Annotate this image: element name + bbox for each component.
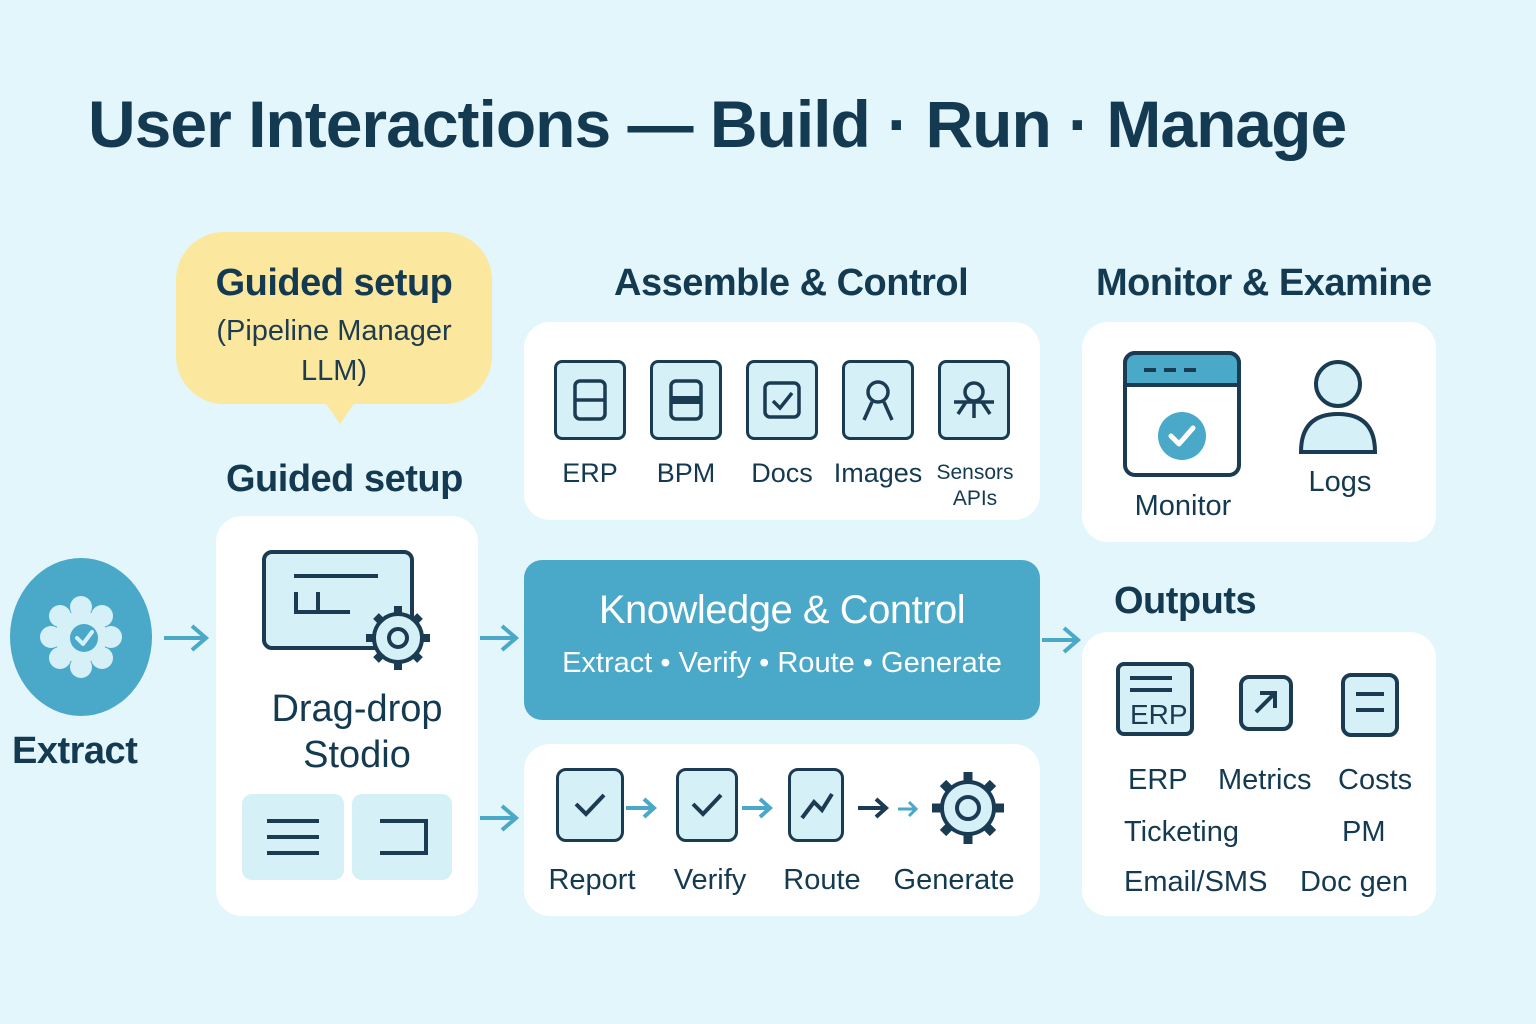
generate-label: Generate (893, 864, 1015, 896)
builder-label-line1: Drag-drop (271, 688, 443, 730)
builder-card: Drag-drop Stodio (216, 516, 478, 916)
logs-label: Logs (1308, 466, 1372, 498)
checkbox-icon (763, 381, 801, 419)
builder-label-line2: Stodio (303, 734, 411, 776)
arrow-right-icon (742, 797, 773, 819)
list-icon (267, 819, 319, 855)
window-icon (669, 379, 703, 421)
output-erp-label: ERP (1128, 764, 1188, 796)
erp-tile[interactable] (554, 360, 626, 440)
document-icon[interactable] (1340, 672, 1400, 738)
monitor-heading: Monitor & Examine (1096, 262, 1432, 304)
bubble-title: Guided setup (215, 262, 453, 304)
docs-label: Docs (751, 458, 813, 488)
verify-label: Verify (673, 864, 747, 896)
knowledge-control-box[interactable]: Knowledge & Control Extract • Verify • R… (524, 560, 1040, 720)
extract-circle[interactable] (10, 558, 152, 716)
network-icon (954, 381, 994, 418)
sensors-tile[interactable] (938, 360, 1010, 440)
external-link-icon[interactable] (1238, 674, 1294, 732)
verify-tile[interactable] (676, 768, 738, 842)
gear-check-icon (40, 596, 122, 678)
arrow-right-icon (164, 624, 210, 652)
window-icon (573, 379, 607, 421)
browser-check-icon[interactable] (1122, 350, 1244, 478)
page-title: User Interactions — Build · Run · Manage (88, 87, 1347, 161)
outputs-card: ERP ERP Metrics Costs Ticketing PM Email… (1082, 632, 1436, 916)
arrow-right-icon (898, 800, 919, 818)
output-metrics-label: Metrics (1218, 764, 1312, 796)
user-icon[interactable] (1296, 358, 1380, 458)
route-tile[interactable] (788, 768, 844, 842)
extract-label: Extract (12, 730, 138, 772)
images-tile[interactable] (842, 360, 914, 440)
studio-window-icon (262, 550, 430, 670)
monitor-label: Monitor (1134, 490, 1232, 522)
bpm-label: BPM (656, 458, 716, 488)
arrow-right-icon (626, 797, 657, 819)
flow-card: Report Verify Route Generate (524, 744, 1040, 916)
assemble-card: ERP BPM Docs Images Sensors AP (524, 322, 1040, 520)
erp-output-icon[interactable]: ERP (1116, 662, 1194, 736)
bpm-tile[interactable] (650, 360, 722, 440)
arrow-right-icon (480, 624, 520, 652)
docs-tile[interactable] (746, 360, 818, 440)
report-label: Report (548, 864, 636, 896)
output-pm-label: PM (1342, 816, 1386, 848)
images-label: Images (833, 458, 923, 488)
arrow-right-icon (1042, 626, 1082, 654)
apis-label: APIs (952, 487, 998, 510)
list-block-button[interactable] (242, 794, 344, 880)
check-icon (691, 793, 723, 817)
erp-icon-text: ERP (1130, 699, 1188, 730)
outputs-heading: Outputs (1114, 580, 1257, 622)
monitor-card: Monitor Logs (1082, 322, 1436, 542)
bracket-icon (380, 819, 428, 855)
guided-setup-bubble: Guided setup (Pipeline Manager LLM) (176, 232, 492, 404)
knowledge-title: Knowledge & Control (598, 588, 966, 632)
route-label: Route (783, 864, 861, 896)
report-tile[interactable] (556, 768, 624, 842)
check-icon (574, 793, 606, 817)
output-email-label: Email/SMS (1124, 866, 1268, 898)
bubble-subtitle: (Pipeline Manager LLM) (216, 315, 452, 387)
builder-heading: Guided setup (226, 458, 463, 500)
person-icon (862, 380, 894, 421)
erp-label: ERP (562, 458, 618, 488)
arrow-right-icon (858, 797, 889, 819)
frame-block-button[interactable] (352, 794, 452, 880)
knowledge-steps: Extract • Verify • Route • Generate (562, 647, 1002, 679)
output-ticketing-label: Ticketing (1124, 816, 1239, 848)
assemble-heading: Assemble & Control (614, 262, 969, 304)
gear-icon (932, 772, 1004, 844)
arrow-right-icon (480, 804, 520, 832)
bubble-tail (322, 398, 358, 424)
output-docgen-label: Doc gen (1300, 866, 1409, 898)
output-costs-label: Costs (1338, 764, 1413, 796)
sensors-label: Sensors (936, 461, 1014, 484)
route-icon (800, 792, 834, 820)
